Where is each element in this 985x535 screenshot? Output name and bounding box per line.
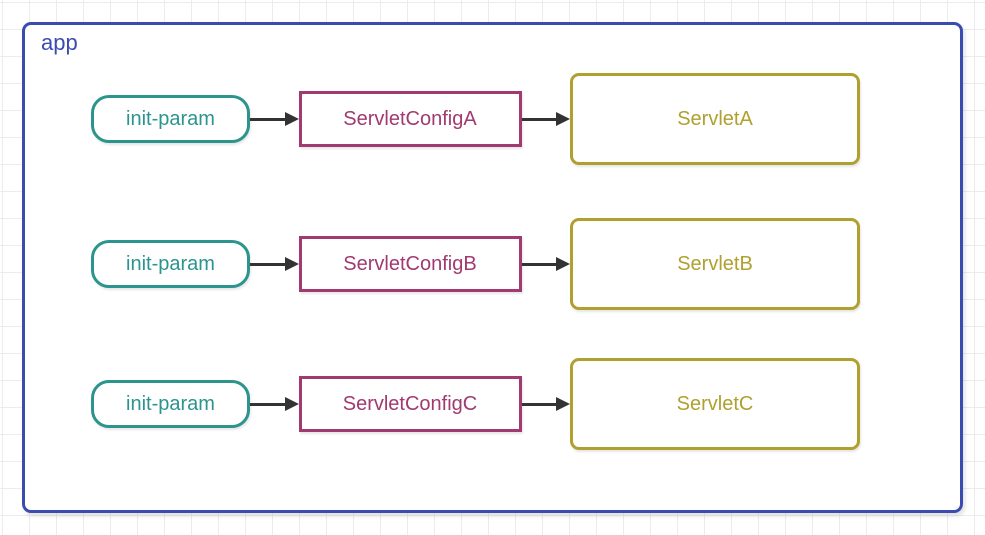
arrow-shaft <box>521 402 556 406</box>
servlet-label: ServletB <box>677 252 753 275</box>
diagram-row: init-param ServletConfigB ServletB <box>91 218 860 310</box>
arrow-right-icon <box>250 397 299 411</box>
init-param-label: init-param <box>126 392 215 415</box>
servlet-config-label: ServletConfigB <box>343 252 477 275</box>
servlet-config-node: ServletConfigC <box>298 376 522 432</box>
servlet-config-node: ServletConfigA <box>298 91 522 147</box>
arrow-right-icon <box>521 397 570 411</box>
servlet-label: ServletA <box>677 107 753 130</box>
servlet-config-label: ServletConfigC <box>342 392 478 415</box>
init-param-label: init-param <box>126 107 215 130</box>
diagram-row: init-param ServletConfigC ServletC <box>91 358 860 450</box>
servlet-config-node: ServletConfigB <box>298 236 522 292</box>
arrow-right-icon <box>521 257 570 271</box>
servlet-node: ServletB <box>570 218 860 310</box>
servlet-label: ServletC <box>676 392 754 415</box>
servlet-config-label: ServletConfigA <box>343 107 477 130</box>
app-container: app init-param ServletConfigA ServletA i… <box>22 22 963 513</box>
arrow-shaft <box>250 117 285 121</box>
arrow-shaft <box>250 262 285 266</box>
arrow-head <box>284 397 299 411</box>
arrow-shaft <box>250 402 285 406</box>
arrow-right-icon <box>250 112 299 126</box>
servlet-node: ServletC <box>570 358 860 450</box>
arrow-head <box>284 112 299 126</box>
arrow-shaft <box>521 117 556 121</box>
arrow-head <box>556 112 570 126</box>
arrow-head <box>556 397 570 411</box>
app-label: app <box>41 30 78 55</box>
arrow-shaft <box>521 262 556 266</box>
init-param-node: init-param <box>91 95 250 143</box>
arrow-head <box>556 257 570 271</box>
init-param-label: init-param <box>126 252 215 275</box>
servlet-node: ServletA <box>570 73 860 165</box>
init-param-node: init-param <box>91 380 250 428</box>
init-param-node: init-param <box>91 240 250 288</box>
arrow-head <box>284 257 299 271</box>
diagram-row: init-param ServletConfigA ServletA <box>91 73 860 165</box>
arrow-right-icon <box>521 112 570 126</box>
arrow-right-icon <box>250 257 299 271</box>
